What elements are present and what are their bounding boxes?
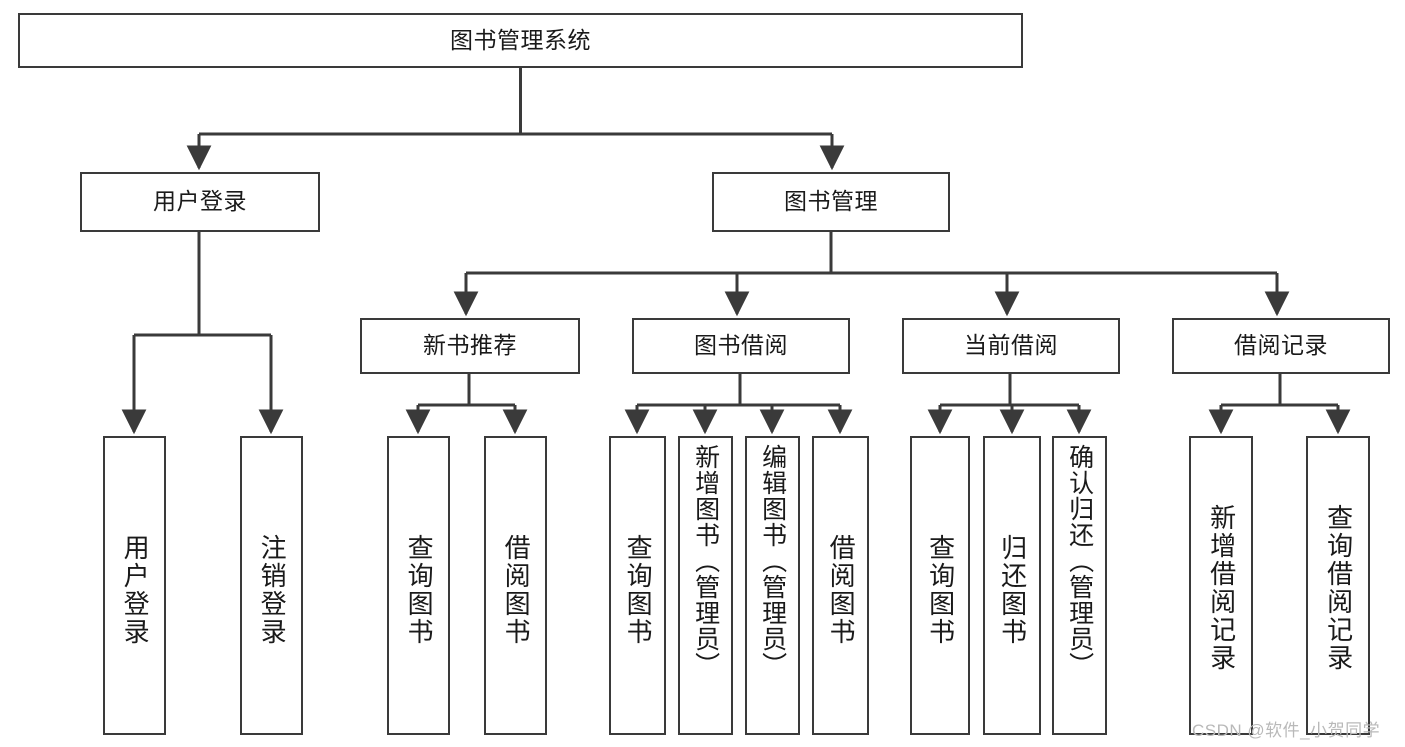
csdn-watermark: CSDN @软件_小贺同学 [1192,721,1381,740]
node-book-manage[interactable]: 图书管理 [712,172,950,232]
node-leaf-user-login-label: 用户登录 [120,534,151,646]
node-leaf-query-record-label: 查询借阅记录 [1323,504,1354,672]
node-leaf-return-book[interactable]: 归还图书 [983,436,1041,735]
node-leaf-query-book-2-label: 查询图书 [623,534,654,646]
node-leaf-edit-book-label: 编辑图书（管理员） [758,444,787,678]
node-leaf-logout[interactable]: 注销登录 [240,436,303,735]
node-leaf-query-book-1-label: 查询图书 [404,534,435,646]
node-leaf-query-book-2[interactable]: 查询图书 [609,436,666,735]
node-leaf-add-record[interactable]: 新增借阅记录 [1189,436,1253,735]
node-leaf-edit-book[interactable]: 编辑图书（管理员） [745,436,800,735]
node-leaf-borrow-book-2-label: 借阅图书 [826,534,857,646]
node-leaf-borrow-book-1[interactable]: 借阅图书 [484,436,547,735]
node-new-book-rec[interactable]: 新书推荐 [360,318,580,374]
node-new-book-rec-label: 新书推荐 [423,332,517,359]
node-borrow-record-label: 借阅记录 [1234,332,1328,359]
node-leaf-confirm-return-label: 确认归还（管理员） [1065,444,1094,678]
node-leaf-add-record-label: 新增借阅记录 [1206,504,1237,672]
node-current-borrow-label: 当前借阅 [964,332,1058,359]
node-book-borrow-label: 图书借阅 [694,332,788,359]
node-user-login[interactable]: 用户登录 [80,172,320,232]
node-leaf-logout-label: 注销登录 [257,534,288,646]
node-leaf-query-book-3-label: 查询图书 [925,534,956,646]
node-leaf-confirm-return[interactable]: 确认归还（管理员） [1052,436,1107,735]
node-root-label: 图书管理系统 [450,26,591,53]
node-borrow-record[interactable]: 借阅记录 [1172,318,1390,374]
node-current-borrow[interactable]: 当前借阅 [902,318,1120,374]
node-leaf-borrow-book-2[interactable]: 借阅图书 [812,436,869,735]
node-leaf-query-book-3[interactable]: 查询图书 [910,436,970,735]
node-leaf-query-record[interactable]: 查询借阅记录 [1306,436,1370,735]
node-book-borrow[interactable]: 图书借阅 [632,318,850,374]
node-leaf-user-login[interactable]: 用户登录 [103,436,166,735]
node-leaf-borrow-book-1-label: 借阅图书 [501,534,532,646]
node-root[interactable]: 图书管理系统 [18,13,1023,68]
node-leaf-add-book[interactable]: 新增图书（管理员） [678,436,733,735]
node-user-login-label: 用户登录 [153,188,247,215]
node-leaf-add-book-label: 新增图书（管理员） [691,444,720,678]
node-leaf-return-book-label: 归还图书 [997,534,1028,646]
node-book-manage-label: 图书管理 [784,188,878,215]
node-leaf-query-book-1[interactable]: 查询图书 [387,436,450,735]
